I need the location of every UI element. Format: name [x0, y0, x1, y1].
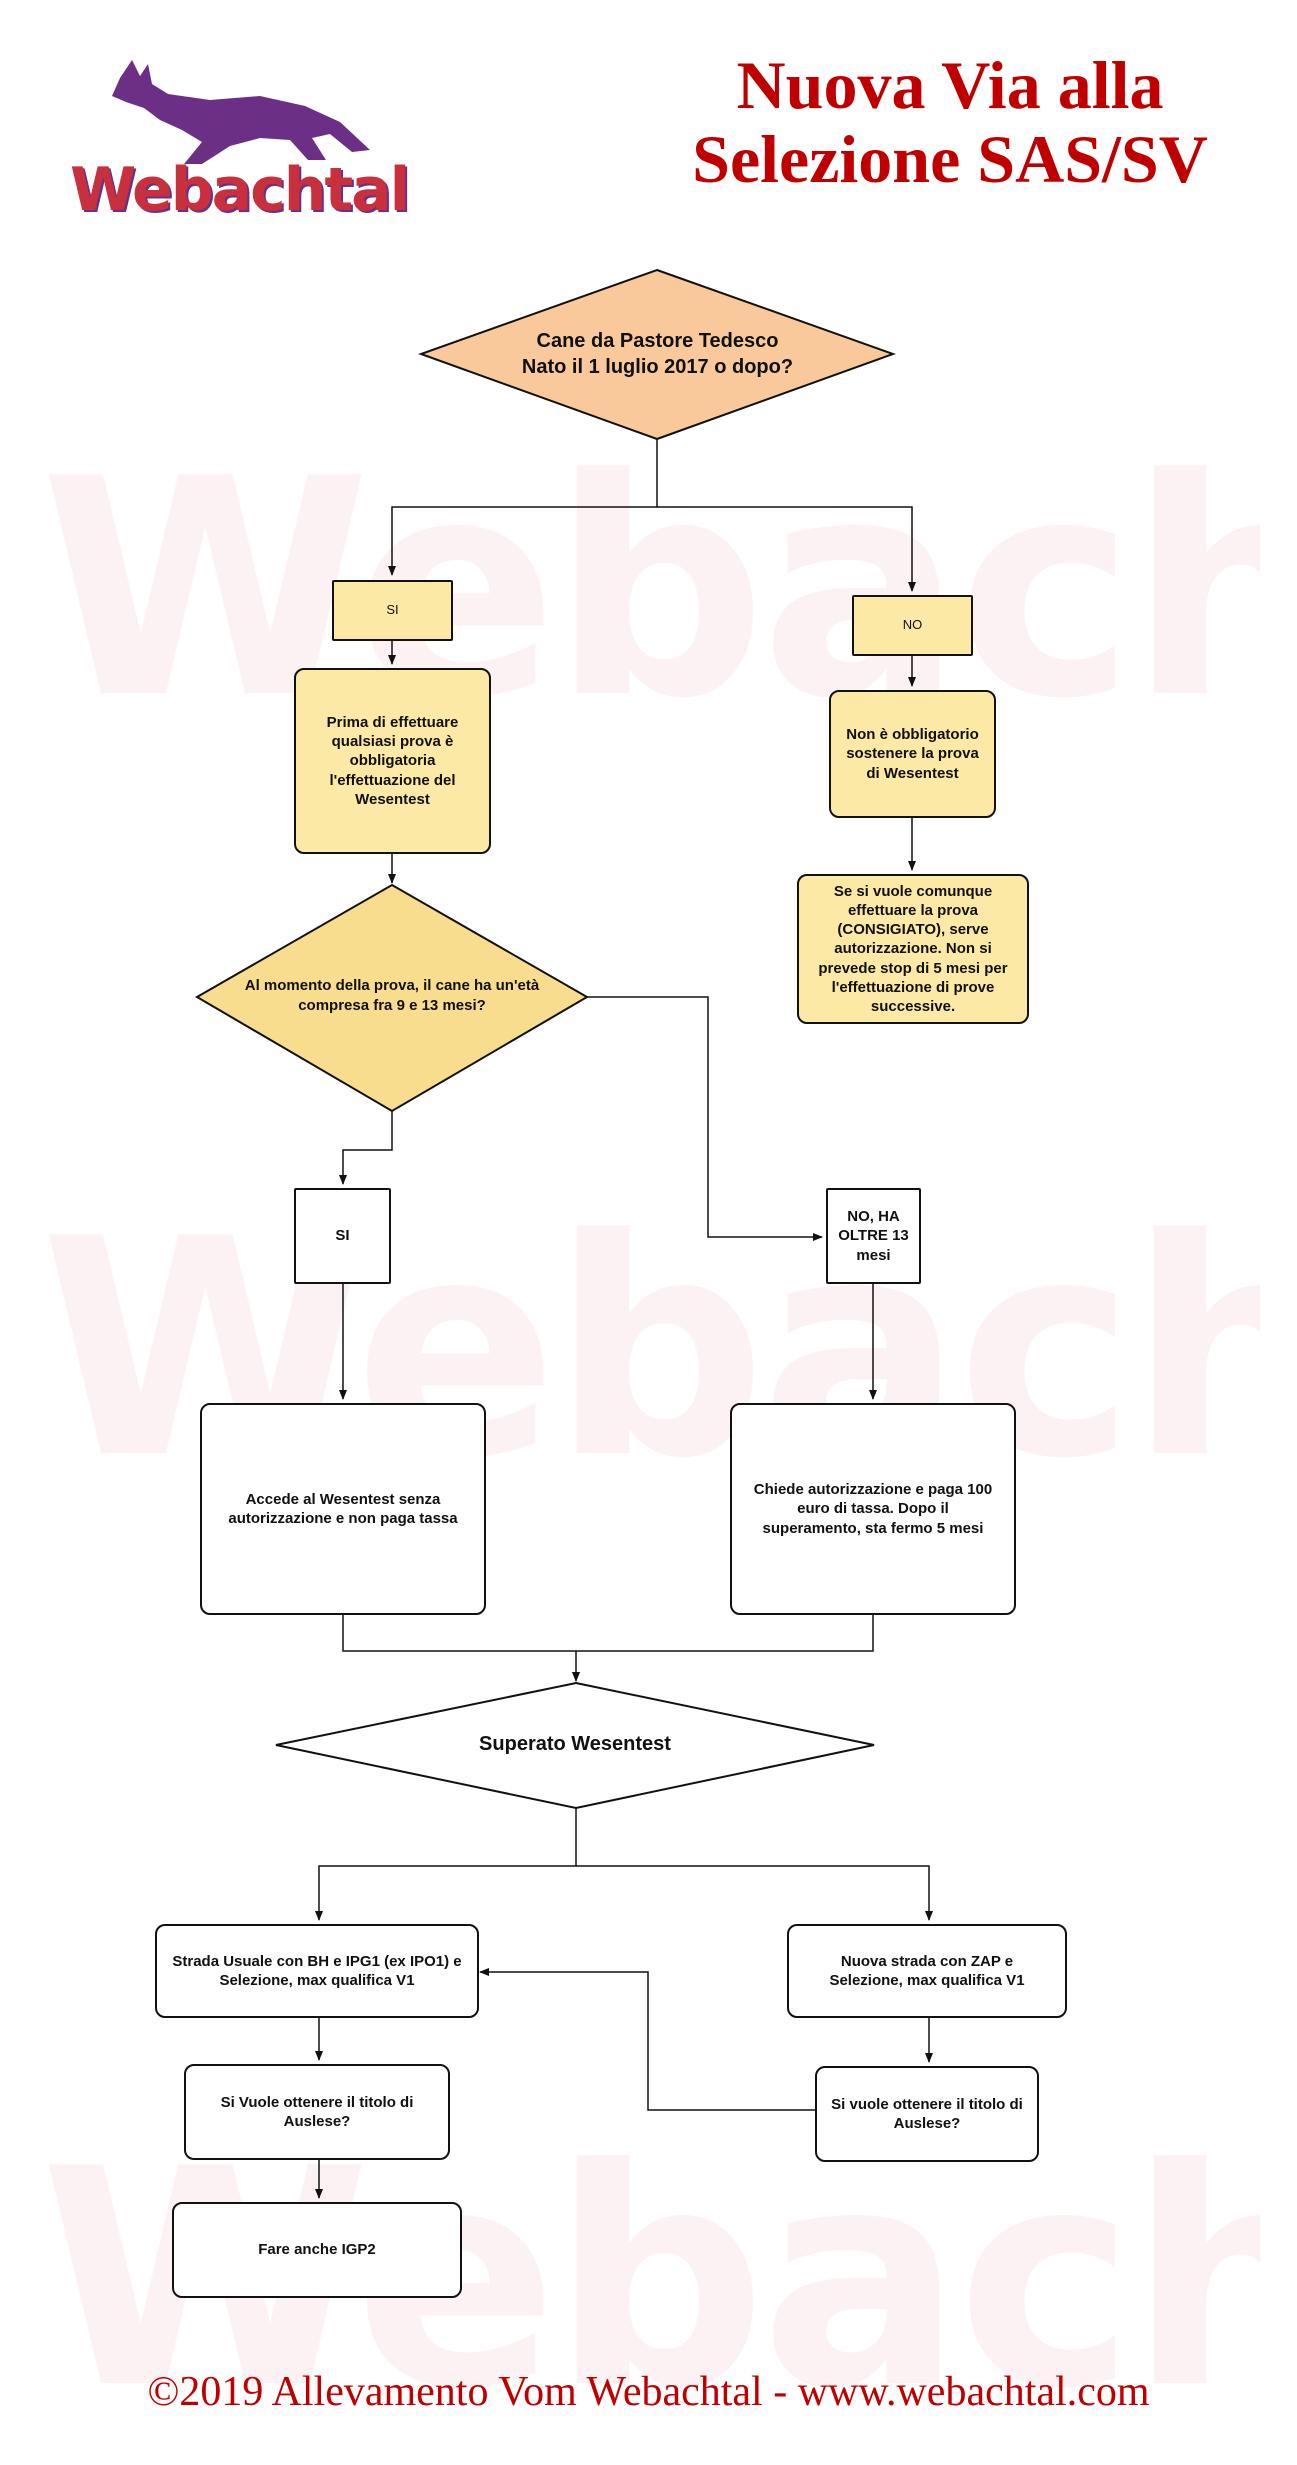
auslese-question-left: Si Vuole ottenere il titolo di Auslese?	[184, 2064, 450, 2160]
connector-passed-new	[576, 1865, 933, 1921]
yes-label-1: SI	[332, 580, 453, 641]
yes-label-2: SI	[294, 1188, 391, 1284]
connector-merge	[342, 1615, 874, 1652]
title-line-1: Nuova Via alla	[736, 47, 1164, 123]
connector-born-no	[657, 506, 916, 592]
copyright-footer: ©2019 Allevamento Vom Webachtal - www.we…	[147, 2369, 1150, 2415]
question-age: Al momento della prova, il cane ha un'et…	[244, 977, 540, 1014]
wesentest-not-required-box: Non è obbligatorio sostenere la prova di…	[829, 690, 996, 818]
connector-age-no	[587, 996, 823, 1241]
igp2-box: Fare anche IGP2	[172, 2202, 462, 2298]
usual-path-box: Strada Usuale con BH e IPG1 (ex IPO1) e …	[155, 1924, 479, 2018]
passed-wesentest-label: Superato Wesentest	[479, 1733, 671, 1755]
no-label-1: NO	[852, 595, 973, 656]
authorization-note-box: Se si vuole comunque effettuare la prova…	[797, 874, 1029, 1024]
dog-logo-icon	[112, 60, 370, 164]
new-path-box: Nuova strada con ZAP e Selezione, max qu…	[787, 1924, 1067, 2018]
page-title: Nuova Via alla Selezione SAS/SV	[640, 48, 1260, 196]
logo-text: Webachtal	[70, 155, 410, 225]
free-access-box: Accede al Wesentest senza autorizzazione…	[200, 1403, 486, 1615]
connector-passed-split	[315, 1808, 577, 1921]
no-label-2: NO, HA OLTRE 13 mesi	[826, 1188, 921, 1284]
connector-age-yes	[339, 1111, 393, 1185]
watermark-top: Webachtal	[40, 440, 1260, 740]
webachtal-logo: Webachtal	[70, 60, 410, 230]
title-line-2: Selezione SAS/SV	[692, 121, 1208, 197]
wesentest-required-box: Prima di effettuare qualsiasi prova è ob…	[294, 668, 491, 854]
connector-auslese-usual	[479, 1968, 815, 2111]
paid-access-box: Chiede autorizzazione e paga 100 euro di…	[730, 1403, 1016, 1615]
auslese-question-right: Si vuole ottenere il titolo di Auslese?	[815, 2066, 1039, 2162]
connector-born-split	[388, 439, 658, 576]
question-born-date: Cane da Pastore Tedesco Nato il 1 luglio…	[521, 330, 794, 378]
